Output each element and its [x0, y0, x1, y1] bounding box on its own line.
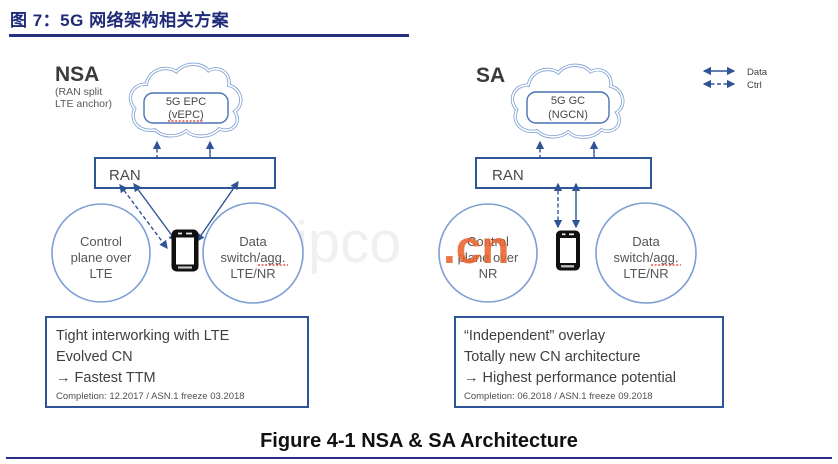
nsa-data-circle-line1: Data — [239, 234, 267, 249]
architecture-diagram: ipco NSA (RAN split LTE anchor) 5G EPC (… — [45, 62, 768, 408]
sa-note-line3: → Highest performance potential — [464, 370, 676, 386]
nsa-note-line2: Evolved CN — [56, 349, 133, 365]
nsa-control-plane-circle — [51, 203, 151, 303]
bottom-rule — [6, 457, 832, 459]
nsa-note-line1: Tight interworking with LTE — [56, 328, 230, 344]
sa-note-box — [454, 316, 724, 408]
nsa-data-circle-line3: LTE/NR — [230, 266, 275, 281]
nsa-subtitle-line1: (RAN split — [55, 86, 102, 98]
nsa-data-switch-circle — [202, 202, 304, 304]
sa-ran-label: RAN — [492, 167, 524, 184]
legend: Data Ctrl — [702, 66, 768, 91]
nsa-subtitle-line2: LTE anchor) — [55, 98, 112, 110]
sa-note-footer: Completion: 06.2018 / ASN.1 freeze 09.20… — [464, 391, 653, 402]
nsa-core-box — [143, 92, 229, 124]
nsa-phone-icon — [171, 229, 199, 272]
sa-control-circle-line3: NR — [479, 266, 498, 281]
nsa-core-label-line1: 5G EPC — [166, 96, 206, 108]
sa-ran-box — [475, 157, 652, 189]
sa-phone-icon — [556, 230, 580, 271]
legend-ctrl-label: Ctrl — [747, 80, 762, 91]
watermark-accent-text: .cn — [443, 221, 509, 273]
sa-note-line1: “Independent” overlay — [464, 328, 606, 344]
nsa-control-circle-line2: plane over — [71, 250, 132, 265]
nsa-data-circle-line2: switch/agg. — [220, 250, 285, 265]
nsa-note-line3: → Fastest TTM — [56, 370, 156, 386]
header-rule — [9, 34, 409, 37]
sa-title: SA — [476, 64, 505, 87]
nsa-control-circle-line1: Control — [80, 234, 122, 249]
nsa-ran-label: RAN — [109, 167, 141, 184]
sa-core-label-line2: (NGCN) — [548, 109, 588, 121]
watermark-faint-text: ipco — [295, 210, 401, 275]
figure-caption: Figure 4-1 NSA & SA Architecture — [260, 430, 578, 452]
nsa-ran-box — [94, 157, 276, 189]
sa-core-box — [526, 91, 610, 124]
sa-data-switch-circle — [595, 202, 697, 304]
sa-control-circle-line2: plane over — [458, 250, 519, 265]
nsa-note-footer: Completion: 12.2017 / ASN.1 freeze 03.20… — [56, 391, 245, 402]
sa-control-plane-circle — [438, 203, 538, 303]
nsa-note-box — [45, 316, 309, 408]
nsa-data-arrow-ran-phone — [133, 182, 177, 243]
legend-data-label: Data — [747, 67, 768, 78]
sa-data-circle-line1: Data — [632, 234, 660, 249]
sa-data-circle-line3: LTE/NR — [623, 266, 668, 281]
sa-control-circle-line1: Control — [467, 234, 509, 249]
nsa-data-arrow-ranright-phone — [196, 180, 239, 243]
nsa-core-label-line2: (vEPC) — [168, 109, 203, 121]
sa-note-line2: Totally new CN architecture — [464, 349, 641, 365]
sa-data-circle-line2: switch/agg. — [613, 250, 678, 265]
figure-header-title: 图 7：5G 网络架构相关方案 — [10, 11, 230, 30]
nsa-control-circle-line3: LTE — [90, 266, 113, 281]
sa-core-label-line1: 5G GC — [551, 95, 585, 107]
nsa-title: NSA — [55, 63, 99, 86]
